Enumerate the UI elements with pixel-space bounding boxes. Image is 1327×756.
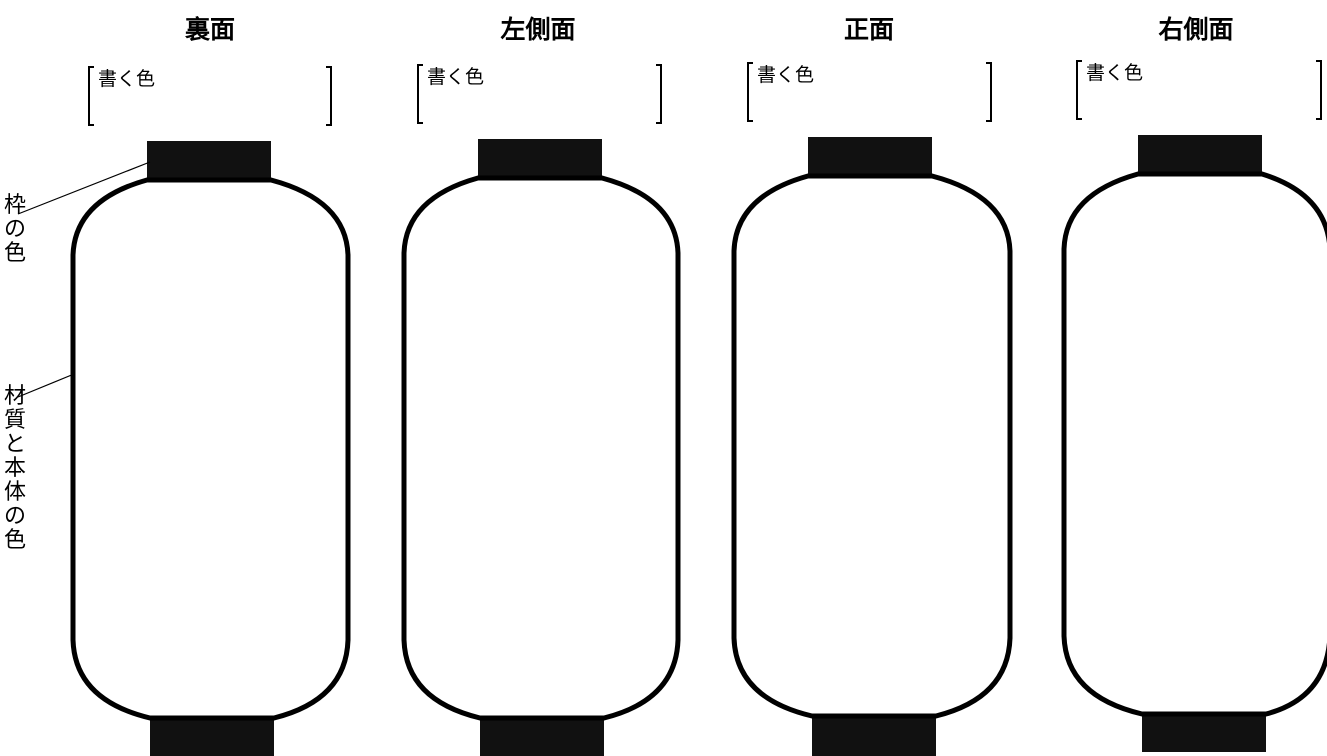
view-title-left-side: 左側面 [500,15,576,44]
bracket-left [88,66,94,126]
write-color-label: 書く色 [757,64,815,86]
material-body-color-label: 材質と本体の色 [3,384,26,553]
lantern-front [731,137,1013,756]
lantern-top-frame [478,139,602,180]
write-color-box-right-side[interactable]: 書く色 [1076,60,1322,120]
bracket-right [326,66,332,126]
material-leader-line [17,373,75,398]
frame-color-label: 枠の色 [3,193,26,266]
write-color-label: 書く色 [427,66,485,88]
bracket-right [656,64,662,124]
lantern-top-frame [808,137,932,178]
lantern-top-frame [147,141,271,182]
lantern-right-side [1061,135,1327,752]
view-title-front: 正面 [843,15,894,44]
lantern-body [401,175,681,721]
view-title-back: 裏面 [184,15,235,44]
write-color-label: 書く色 [1086,62,1144,84]
write-color-label: 書く色 [98,68,156,90]
bracket-right [986,62,992,122]
lantern-top-frame [1138,135,1262,176]
bracket-right [1316,60,1322,120]
lantern-left-side [401,139,681,756]
lantern-back [70,141,351,756]
bracket-left [1076,60,1082,120]
write-color-box-left-side[interactable]: 書く色 [417,64,662,124]
write-color-box-back[interactable]: 書く色 [88,66,332,126]
lantern-body [70,177,351,721]
bracket-left [417,64,423,124]
frame-leader-line [17,161,151,215]
bracket-left [747,62,753,122]
lantern-body [731,173,1013,719]
lantern-body [1061,171,1327,717]
view-title-right-side: 右側面 [1158,15,1234,44]
write-color-box-front[interactable]: 書く色 [747,62,992,122]
